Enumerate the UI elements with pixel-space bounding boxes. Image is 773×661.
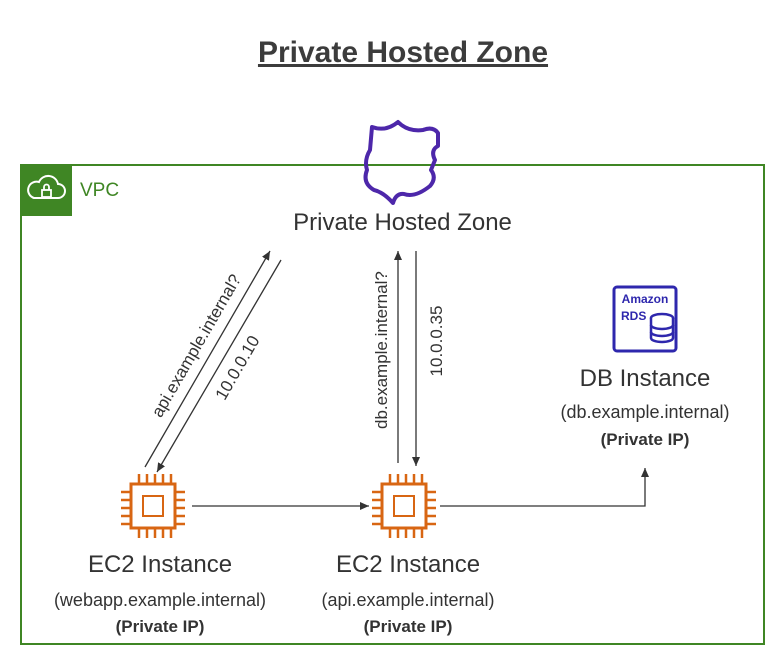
vpc-boundary — [20, 164, 765, 645]
arrow-api-to-db — [440, 468, 649, 507]
route53-shield-icon — [363, 120, 440, 205]
db-dns: (db.example.internal) — [560, 402, 730, 422]
db-answer-label: 10.0.0.35 — [427, 305, 446, 377]
db-title: DB Instance — [579, 365, 711, 392]
db-query-label: db.example.internal? — [372, 271, 391, 429]
svg-text:RDS: RDS — [621, 309, 646, 323]
ec2-chip-icon — [121, 474, 185, 538]
ec2-api-ip: (Private IP) — [363, 617, 453, 636]
arrow-api-query — [144, 250, 271, 468]
ec2-api-dns: (api.example.internal) — [321, 590, 495, 610]
vpc-label: VPC — [80, 180, 120, 201]
ec2-webapp-dns: (webapp.example.internal) — [53, 590, 267, 610]
ec2-webapp-title: EC2 Instance — [87, 551, 233, 578]
svg-text:Amazon: Amazon — [622, 292, 669, 306]
ec2-api-title: EC2 Instance — [335, 551, 481, 578]
ec2-webapp-ip: (Private IP) — [115, 617, 205, 636]
amazon-rds-icon: Amazon RDS — [612, 285, 678, 353]
arrow-api-answer — [156, 259, 282, 473]
vpc-cloud-lock-icon — [20, 164, 72, 216]
hosted-zone-label: Private Hosted Zone — [293, 209, 512, 236]
ec2-chip-icon — [372, 474, 436, 538]
diagram-title: Private Hosted Zone — [257, 36, 549, 69]
db-ip: (Private IP) — [600, 430, 690, 449]
